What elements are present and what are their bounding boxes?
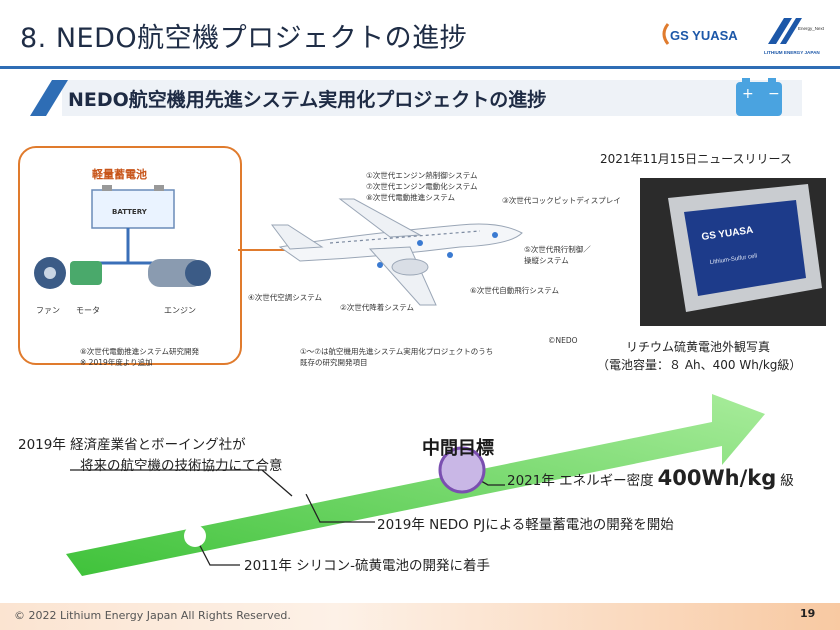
page-title: 8. NEDO航空機プロジェクトの進捗 — [20, 23, 468, 54]
callout-1: ①次世代エンジン熱制御システム — [366, 171, 478, 180]
callout-group-top: ①次世代エンジン熱制御システム ⑦次世代エンジン電動化システム ⑧次世代電動推進… — [366, 170, 478, 203]
footer-bar — [0, 603, 840, 630]
motor-label: モータ — [76, 306, 100, 315]
note-mid-2: 既存の研究開発項目 — [300, 358, 368, 367]
engine-label: エンジン — [164, 306, 196, 315]
event-2019-agreement-1: 2019年 経済産業省とボーイング社が — [18, 437, 246, 453]
cell-photo: GS YUASA Lithium-Sulfur cell — [640, 178, 826, 326]
note-left-2: ※ 2019年度より追加 — [80, 358, 153, 367]
photo-capacity: （電池容量：８ Ah、400 Wh/kg級） — [597, 358, 802, 372]
note-left-1: ⑧次世代電動推進システム研究開発 — [80, 347, 199, 356]
propulsion-diagram: BATTERY ファン モータ エンジン — [34, 185, 211, 315]
milestone-2019 — [291, 473, 313, 495]
svg-text:−: − — [768, 86, 780, 102]
event-2021-value: 400Wh/kg — [657, 466, 777, 490]
title-rule — [0, 66, 840, 69]
event-2021-suffix: 級 — [780, 473, 794, 489]
battery-heading: 軽量蓄電池 — [92, 168, 147, 181]
battery-label: BATTERY — [112, 208, 148, 216]
callout-6: ⑥次世代自動飛行システム — [470, 286, 559, 295]
photo-caption: リチウム硫黄電池外観写真 — [626, 340, 771, 354]
lithium-sulfur-cell-image: GS YUASA Lithium-Sulfur cell — [668, 184, 822, 312]
event-2021-prefix: 2021年 エネルギー密度 — [507, 473, 654, 489]
section-subtitle: NEDO航空機用先進システム実用化プロジェクトの進捗 — [68, 89, 547, 111]
timeline-arrow — [66, 394, 765, 576]
milestone-2011 — [184, 525, 206, 547]
midterm-goal-label: 中間目標 — [422, 438, 494, 459]
subtitle-accent — [30, 80, 68, 116]
gs-yuasa-logo: GS YUASA — [662, 23, 738, 45]
copyright: © 2022 Lithium Energy Japan All Rights R… — [14, 609, 291, 622]
event-2019-nedo: 2019年 NEDO PJによる軽量蓄電池の開発を開始 — [377, 517, 674, 533]
callout-5: ⑤次世代飛行制御／ 操縦システム — [524, 245, 591, 265]
callout-3: ③次世代コックピットディスプレイ — [502, 196, 621, 205]
callout-8: ⑧次世代電動推進システム — [366, 193, 455, 202]
logo-lej-top: Energy_Next — [798, 26, 825, 31]
page-number: 19 — [800, 607, 816, 620]
propulsion-panel — [18, 146, 242, 365]
milestone-2021 — [438, 446, 486, 494]
callout-2: ②次世代降着システム — [340, 303, 414, 312]
logo-gs-text: GS YUASA — [670, 28, 738, 43]
callout-4: ④次世代空調システム — [248, 293, 322, 302]
logo-lej-bottom: LITHIUM ENERGY JAPAN — [764, 50, 820, 55]
svg-text:+: + — [742, 86, 754, 102]
note-mid-1: ①～⑦は航空機用先進システム実用化プロジェクトのうち — [300, 347, 494, 356]
callout-7: ⑦次世代エンジン電動化システム — [366, 182, 478, 191]
battery-icon: + − — [736, 78, 782, 116]
fan-label: ファン — [36, 306, 60, 315]
aircraft-illustration — [271, 198, 523, 306]
lithium-energy-japan-logo: Energy_Next LITHIUM ENERGY JAPAN — [764, 18, 825, 55]
event-2019-agreement-2: 将来の航空機の技術協力にて合意 — [80, 458, 283, 474]
nedo-credit: ©NEDO — [548, 336, 578, 345]
subtitle-bar — [62, 80, 802, 116]
event-2011: 2011年 シリコン-硫黄電池の開発に着手 — [244, 558, 491, 574]
news-date: 2021年11月15日ニュースリリース — [600, 152, 792, 166]
